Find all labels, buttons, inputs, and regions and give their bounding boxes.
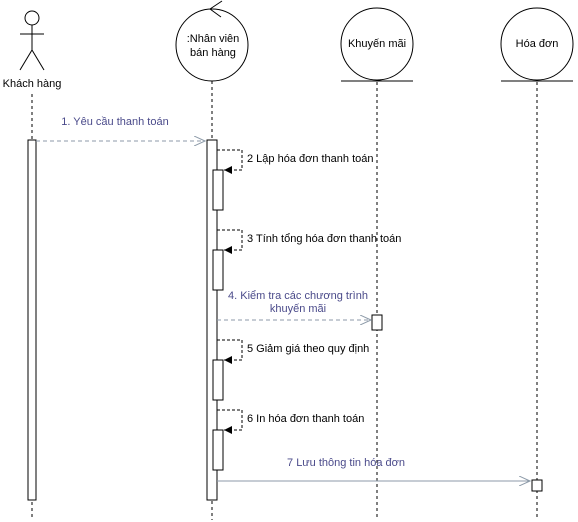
- message-2-arrow: [217, 149, 243, 174]
- activation-hoa-don: [531, 479, 543, 492]
- actor-icon: [19, 10, 45, 71]
- activation-khuyen-mai: [371, 314, 383, 331]
- message-3-label: 3 Tính tổng hóa đơn thanh toán: [247, 233, 401, 245]
- control-arrow-icon: [209, 0, 223, 18]
- message-1: 1. Yêu cầu thanh toán: [36, 116, 205, 141]
- message-6-arrow: [217, 409, 243, 434]
- message-5-label: 5 Giảm giá theo quy định: [247, 343, 369, 355]
- message-6: 6 In hóa đơn thanh toán: [212, 409, 364, 471]
- entity-label-khuyen-mai: Khuyến mãi: [348, 38, 406, 50]
- entity-hoa-don: Hóa đơn: [500, 7, 574, 520]
- message-4-label-line2: khuyến mãi: [270, 303, 326, 315]
- message-4-label-line1: 4. Kiểm tra các chương trình: [228, 290, 368, 302]
- actor-khach-hang: Khách hàng: [3, 10, 62, 520]
- activation-nested-6: [212, 429, 224, 471]
- actor-label: Khách hàng: [3, 78, 62, 90]
- entity-label-hoa-don: Hóa đơn: [516, 38, 559, 50]
- message-1-label: 1. Yêu cầu thanh toán: [61, 116, 168, 128]
- message-2-label: 2 Lập hóa đơn thanh toán: [247, 153, 374, 165]
- activation-khach-hang: [27, 139, 37, 501]
- message-2: 2 Lập hóa đơn thanh toán: [212, 149, 374, 211]
- message-6-label: 6 In hóa đơn thanh toán: [247, 413, 364, 425]
- control-icon: [175, 8, 249, 82]
- entity-icon: [500, 7, 574, 81]
- message-4: 4. Kiểm tra các chương trình khuyến mãi: [217, 290, 371, 320]
- activation-nested-3: [212, 249, 224, 291]
- activation-nested-2: [212, 169, 224, 211]
- message-5: 5 Giảm giá theo quy định: [212, 339, 369, 401]
- activation-nested-5: [212, 359, 224, 401]
- message-5-arrow: [217, 339, 243, 364]
- entity-khuyen-mai: Khuyến mãi: [340, 7, 414, 520]
- control-label-line1: :Nhân viên: [187, 33, 240, 45]
- control-nhan-vien: :Nhân viên bán hàng: [175, 0, 249, 520]
- message-7: 7 Lưu thông tin hóa đơn: [217, 457, 530, 481]
- entity-icon: [340, 7, 414, 81]
- message-3-arrow: [217, 229, 243, 254]
- control-label-line2: bán hàng: [190, 47, 236, 59]
- message-3: 3 Tính tổng hóa đơn thanh toán: [212, 229, 401, 291]
- message-7-label: 7 Lưu thông tin hóa đơn: [287, 457, 405, 469]
